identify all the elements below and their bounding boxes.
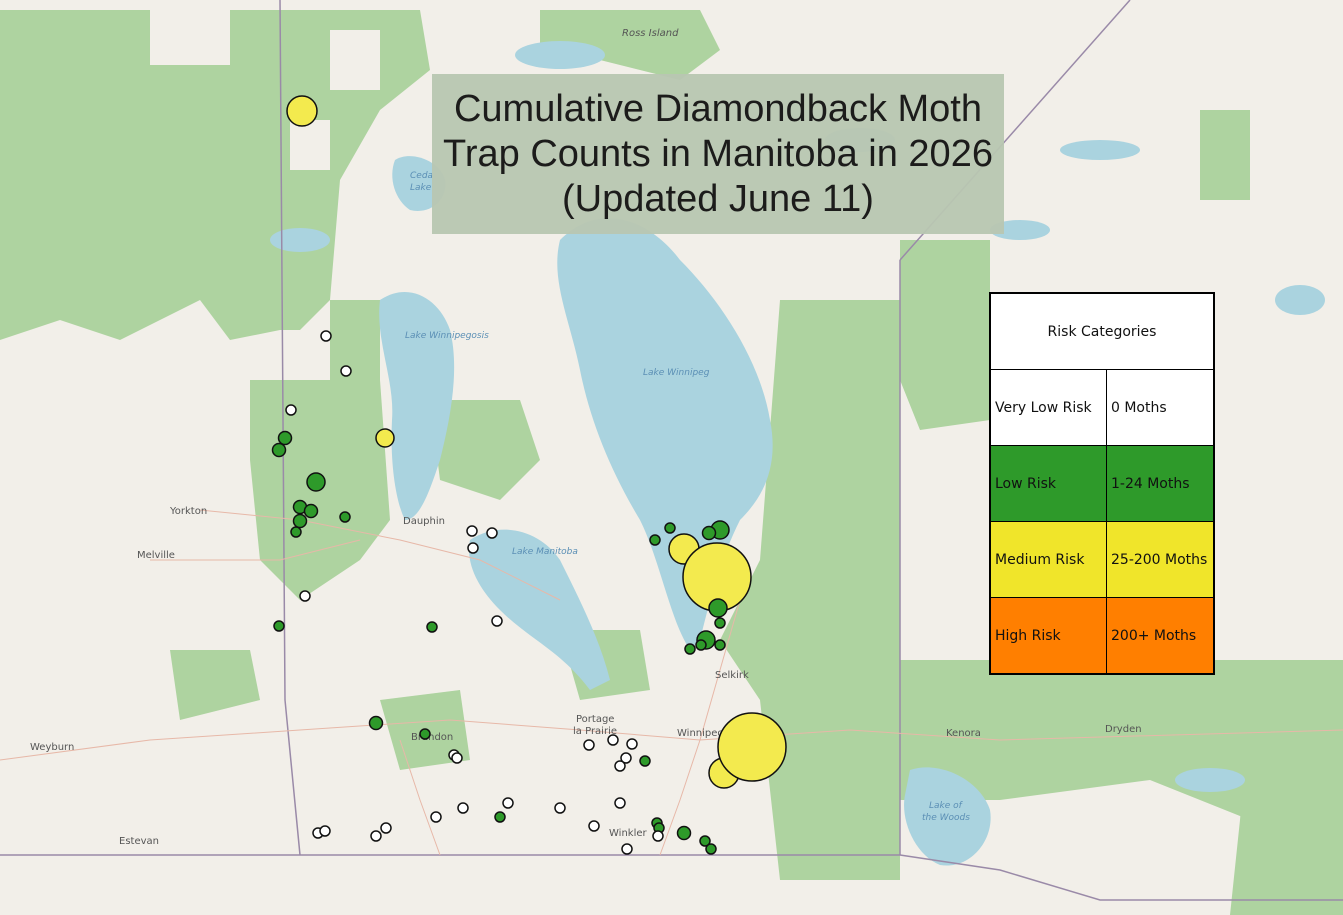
- trap-marker: [320, 330, 332, 342]
- trap-marker: [701, 525, 717, 541]
- trap-marker: [285, 404, 297, 416]
- place-ross-island: Ross Island: [622, 28, 679, 39]
- trap-marker: [714, 617, 726, 629]
- legend-range: 1-24 Moths: [1106, 445, 1215, 522]
- legend-range: 0 Moths: [1106, 369, 1215, 446]
- trap-marker: [705, 843, 717, 855]
- roads: [0, 509, 1343, 856]
- trap-marker: [273, 620, 285, 632]
- trap-marker: [380, 822, 392, 834]
- trap-marker: [426, 621, 438, 633]
- title-line-3: (Updated June 11): [562, 177, 874, 220]
- trap-marker: [554, 802, 566, 814]
- legend-category: Very Low Risk: [989, 369, 1107, 446]
- trap-marker: [286, 95, 318, 127]
- trap-marker: [368, 715, 384, 731]
- place-winkler: Winkler: [609, 828, 648, 839]
- place-melville: Melville: [137, 550, 175, 561]
- place-lake-manitoba: Lake Manitoba: [512, 547, 578, 557]
- legend-row-high: High Risk 200+ Moths: [989, 597, 1215, 675]
- trap-marker: [292, 513, 308, 529]
- trap-marker: [340, 365, 352, 377]
- trap-marker: [620, 752, 632, 764]
- place-yorkton: Yorkton: [169, 506, 207, 517]
- place-portage-1: Portage: [576, 714, 614, 725]
- place-winnipeg: Winnipeg: [677, 728, 724, 739]
- trap-marker: [714, 639, 726, 651]
- legend-category: Low Risk: [989, 445, 1107, 522]
- trap-marker: [451, 752, 463, 764]
- trap-marker: [652, 830, 664, 842]
- place-estevan: Estevan: [119, 836, 159, 847]
- trap-marker: [419, 728, 431, 740]
- trap-marker: [639, 755, 651, 767]
- trap-marker: [290, 526, 302, 538]
- trap-marker: [695, 639, 707, 651]
- map-title: Cumulative Diamondback Moth Trap Counts …: [432, 74, 1004, 234]
- trap-marker: [491, 615, 503, 627]
- place-cedar-lake-2: Lake: [410, 183, 432, 193]
- legend-range: 200+ Moths: [1106, 597, 1215, 675]
- trap-marker: [375, 428, 395, 448]
- place-weyburn: Weyburn: [30, 742, 74, 753]
- legend-row-medium: Medium Risk 25-200 Moths: [989, 521, 1215, 598]
- trap-marker: [649, 534, 661, 546]
- trap-marker: [277, 430, 293, 446]
- risk-legend: Risk Categories Very Low Risk 0 Moths Lo…: [989, 292, 1215, 675]
- trap-marker: [614, 797, 626, 809]
- trap-marker: [676, 825, 692, 841]
- trap-marker: [502, 797, 514, 809]
- trap-marker: [717, 712, 787, 782]
- legend-range: 25-200 Moths: [1106, 521, 1215, 598]
- trap-marker: [271, 442, 287, 458]
- legend-category: Medium Risk: [989, 521, 1107, 598]
- title-line-1: Cumulative Diamondback Moth: [453, 87, 982, 130]
- place-dauphin: Dauphin: [403, 516, 445, 527]
- clearings: [150, 10, 380, 170]
- legend-row-low: Low Risk 1-24 Moths: [989, 445, 1215, 522]
- trap-marker: [621, 843, 633, 855]
- trap-marker: [467, 542, 479, 554]
- legend-heading: Risk Categories: [989, 292, 1215, 370]
- trap-marker: [319, 825, 331, 837]
- trap-marker: [486, 527, 498, 539]
- trap-marker: [583, 739, 595, 751]
- place-selkirk: Selkirk: [715, 670, 749, 681]
- trap-marker: [370, 830, 382, 842]
- trap-marker: [339, 511, 351, 523]
- trap-marker: [430, 811, 442, 823]
- place-brandon: Brandon: [411, 732, 453, 743]
- trap-marker: [614, 760, 626, 772]
- trap-marker: [299, 590, 311, 602]
- trap-marker: [699, 835, 711, 847]
- place-lake-winnipeg: Lake Winnipeg: [643, 368, 710, 378]
- trap-marker: [588, 820, 600, 832]
- legend-category: High Risk: [989, 597, 1107, 675]
- place-portage-2: la Prairie: [573, 726, 617, 737]
- trap-marker: [708, 598, 728, 618]
- trap-marker: [664, 522, 676, 534]
- place-kenora: Kenora: [946, 728, 981, 739]
- legend-row-very-low: Very Low Risk 0 Moths: [989, 369, 1215, 446]
- trap-marker: [607, 734, 619, 746]
- trap-marker: [306, 472, 326, 492]
- place-cedar-lake-1: Ceda: [410, 171, 433, 181]
- place-lake-of-woods-1: Lake of: [929, 801, 964, 811]
- trap-marker: [466, 525, 478, 537]
- trap-marker: [684, 643, 696, 655]
- lakes: [270, 41, 1325, 866]
- title-line-2: Trap Counts in Manitoba in 2026: [443, 132, 993, 175]
- trap-marker: [303, 503, 319, 519]
- trap-marker: [494, 811, 506, 823]
- place-dryden: Dryden: [1105, 724, 1142, 735]
- trap-marker: [457, 802, 469, 814]
- trap-markers: [271, 95, 787, 855]
- trap-marker: [626, 738, 638, 750]
- place-lake-of-woods-2: the Woods: [922, 813, 970, 823]
- place-lake-winnipegosis: Lake Winnipegosis: [405, 331, 489, 341]
